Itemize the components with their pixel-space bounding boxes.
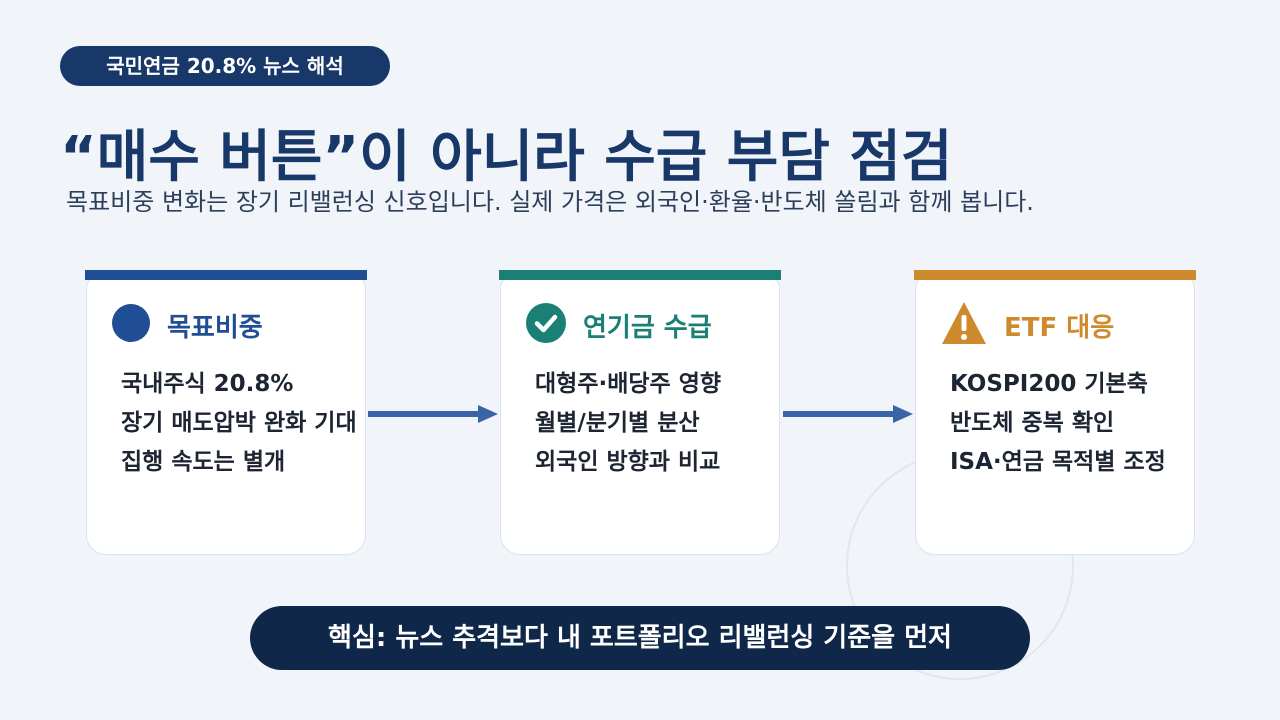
list-item: 월별/분기별 분산 xyxy=(535,410,700,436)
card-accent-bar xyxy=(914,270,1196,280)
list-item: 반도체 중복 확인 xyxy=(950,410,1115,436)
card-pension-flow: 연기금 수급 대형주·배당주 영향 월별/분기별 분산 외국인 방향과 비교 xyxy=(500,270,780,555)
card-lines: KOSPI200 기본축 반도체 중복 확인 ISA·연금 목적별 조정 xyxy=(950,365,1200,482)
card-accent-bar xyxy=(85,270,367,280)
key-summary-banner: 핵심: 뉴스 추격보다 내 포트폴리오 리밸런싱 기준을 먼저 xyxy=(250,606,1030,670)
card-title: 목표비중 xyxy=(167,312,263,343)
arrow-right-icon xyxy=(783,405,913,423)
list-item: 집행 속도는 별개 xyxy=(121,449,286,475)
page-subtitle: 목표비중 변화는 장기 리밸런싱 신호입니다. 실제 가격은 외국인·환율·반도… xyxy=(66,188,1034,216)
circle-icon xyxy=(111,303,151,347)
list-item: KOSPI200 기본축 xyxy=(950,371,1148,397)
list-item: 장기 매도압박 완화 기대 xyxy=(121,410,357,436)
topic-badge: 국민연금 20.8% 뉴스 해석 xyxy=(60,46,390,86)
card-title: 연기금 수급 xyxy=(583,312,712,343)
warning-icon xyxy=(940,300,988,350)
card-target-weight: 목표비중 국내주식 20.8% 장기 매도압박 완화 기대 집행 속도는 별개 xyxy=(86,270,366,555)
card-accent-bar xyxy=(499,270,781,280)
check-circle-icon xyxy=(525,302,567,348)
arrow-right-icon xyxy=(368,405,498,423)
list-item: 외국인 방향과 비교 xyxy=(535,449,721,475)
page-title: “매수 버튼”이 아니라 수급 부담 점검 xyxy=(60,125,953,190)
card-lines: 국내주식 20.8% 장기 매도압박 완화 기대 집행 속도는 별개 xyxy=(121,365,371,482)
card-title: ETF 대응 xyxy=(1004,312,1115,343)
list-item: 국내주식 20.8% xyxy=(121,371,294,397)
list-item: ISA·연금 목적별 조정 xyxy=(950,449,1166,475)
card-etf-response: ETF 대응 KOSPI200 기본축 반도체 중복 확인 ISA·연금 목적별… xyxy=(915,270,1195,555)
card-lines: 대형주·배당주 영향 월별/분기별 분산 외국인 방향과 비교 xyxy=(535,365,785,482)
list-item: 대형주·배당주 영향 xyxy=(535,371,722,397)
